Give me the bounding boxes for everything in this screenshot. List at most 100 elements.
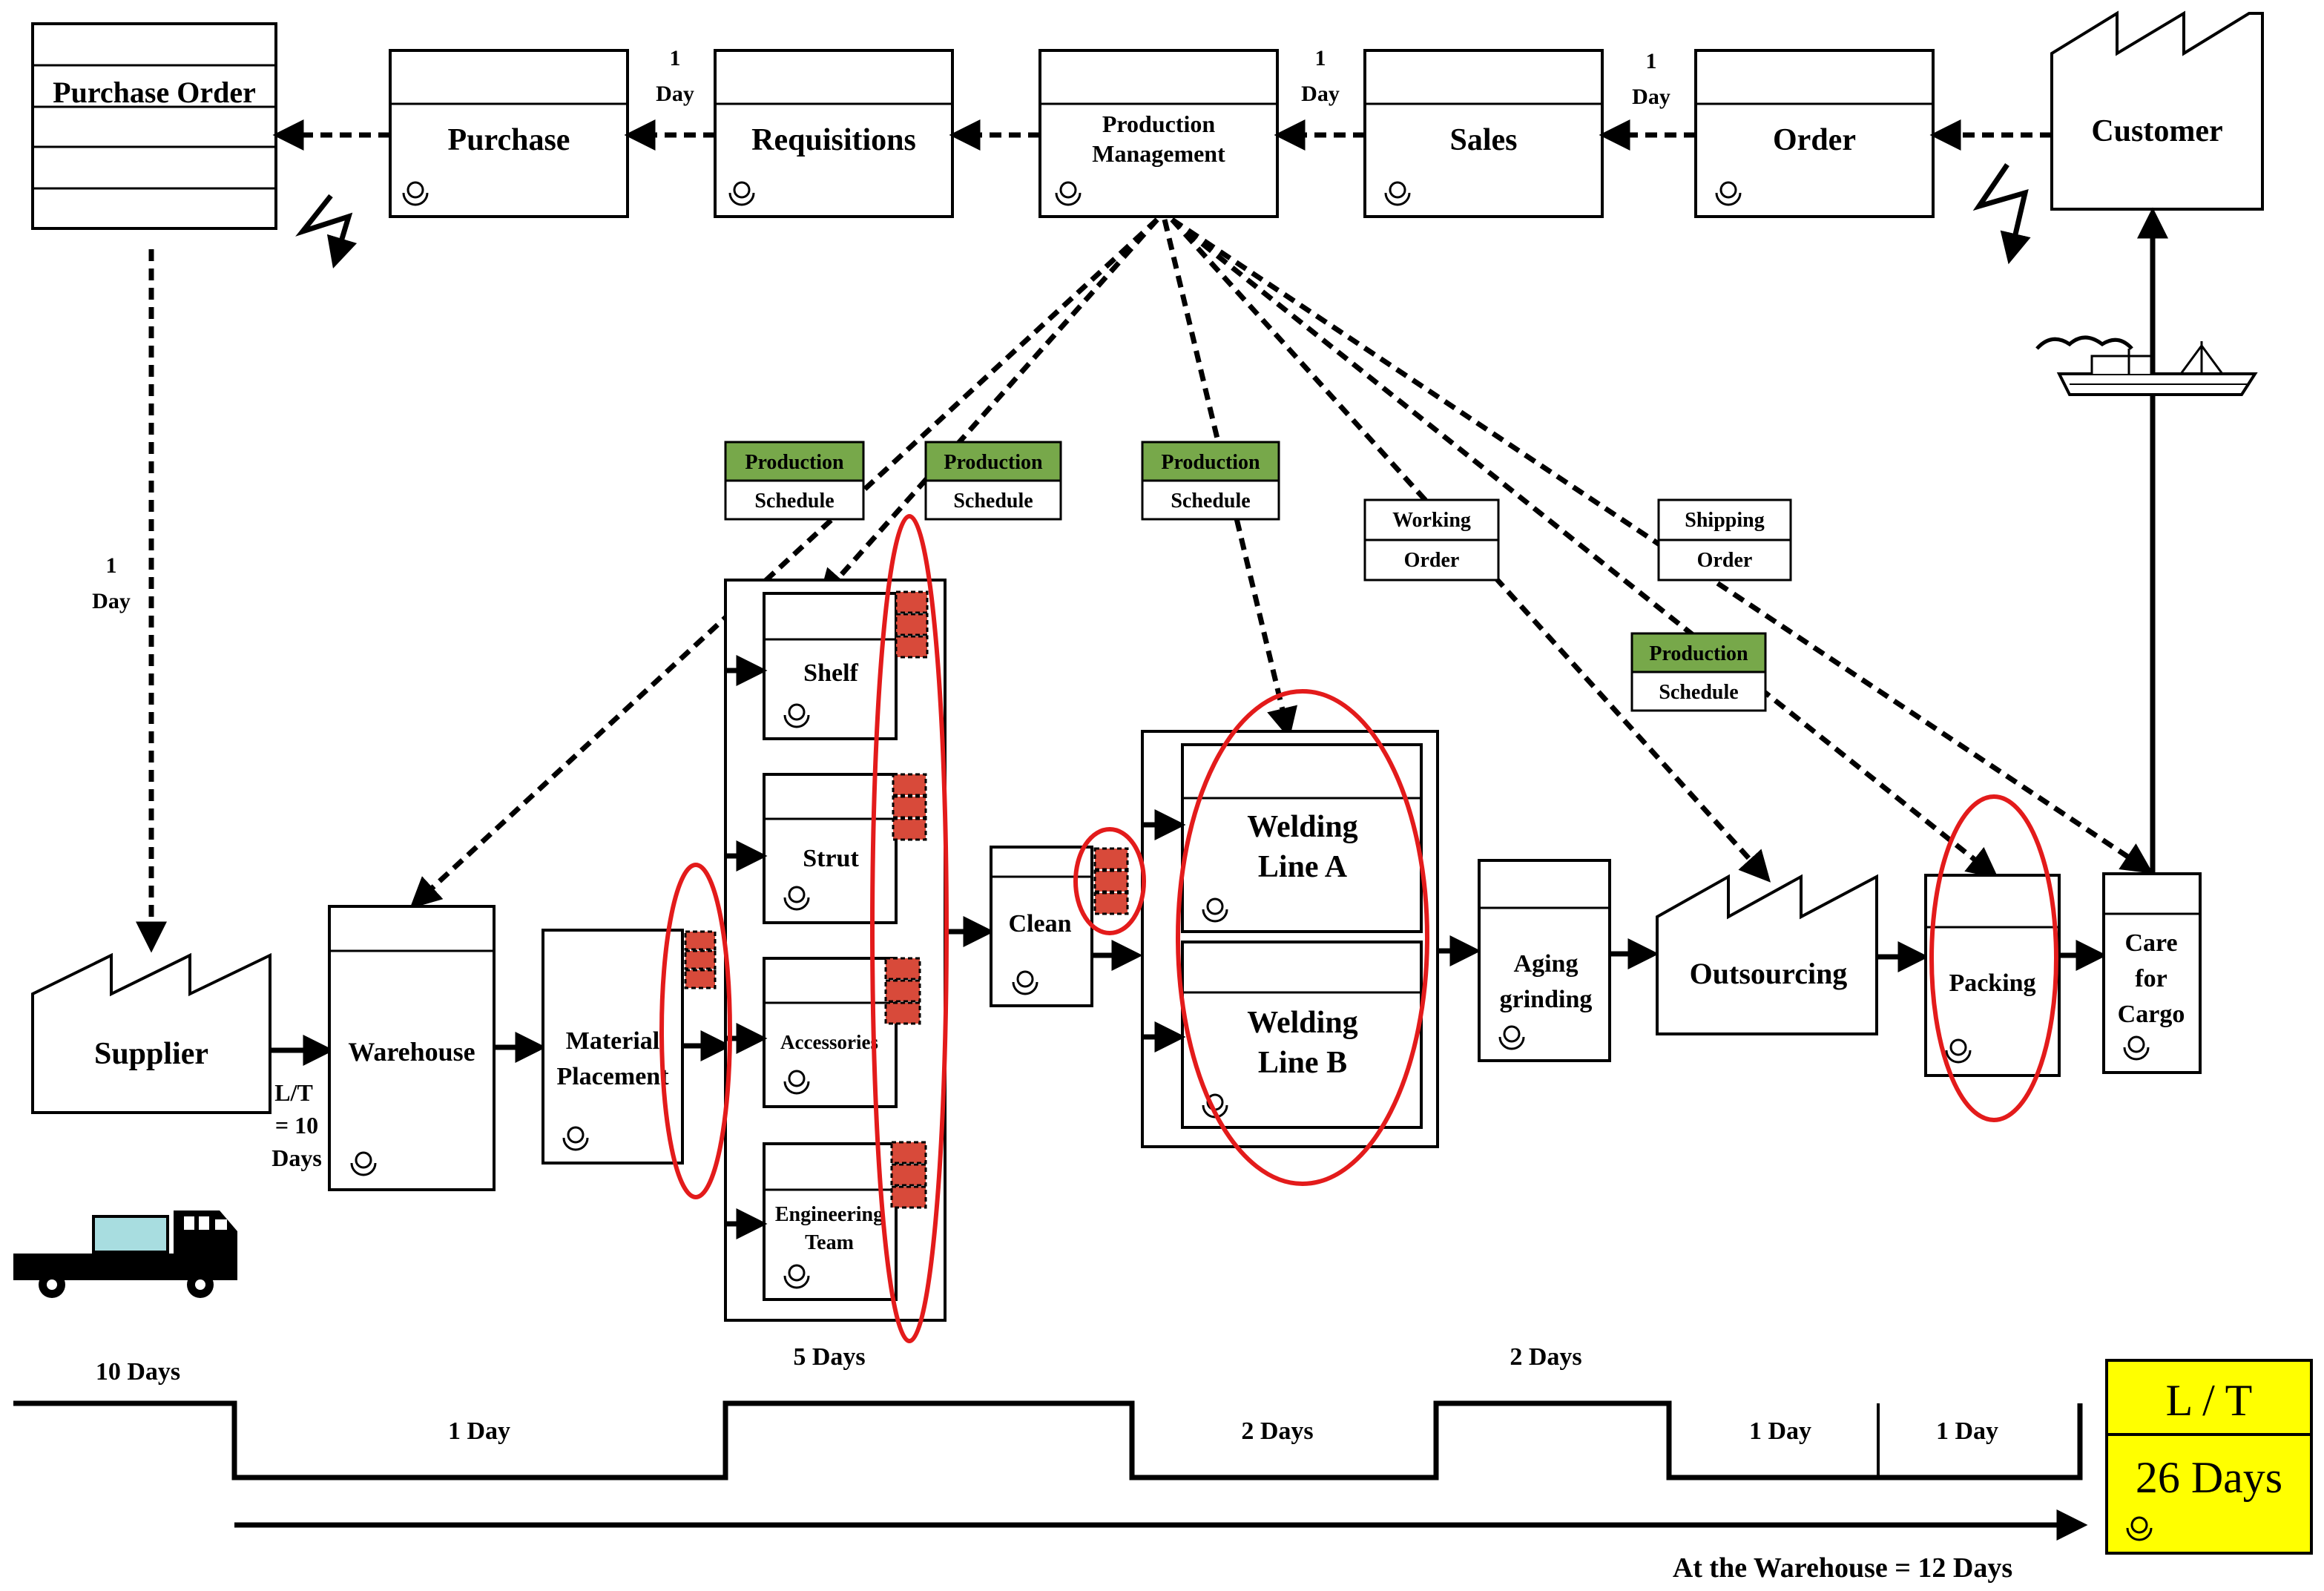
inventory-icon	[1093, 847, 1129, 915]
production-schedule-signal: Production Schedule	[1630, 632, 1767, 712]
electronic-info-icon	[1972, 163, 2031, 265]
supplier-factory-icon: Supplier	[31, 952, 271, 1114]
truck-icon	[13, 1210, 237, 1298]
svg-text:= 10: = 10	[275, 1112, 318, 1139]
customer-label: Customer	[2091, 114, 2222, 148]
welding-line-b-box: Welding Line B	[1181, 941, 1423, 1129]
svg-text:Production: Production	[1649, 642, 1748, 665]
svg-text:Management: Management	[1092, 140, 1225, 167]
svg-text:Days: Days	[271, 1144, 322, 1171]
warehouse-label: Warehouse	[348, 1037, 475, 1067]
timeline-top-label: 10 Days	[96, 1358, 180, 1386]
lead-time-box: L / T 26 Days	[2105, 1359, 2313, 1555]
inventory-icon	[892, 773, 927, 841]
sales-label: Sales	[1449, 123, 1517, 157]
clean-label: Clean	[1009, 910, 1072, 938]
svg-text:Working: Working	[1392, 509, 1471, 532]
svg-text:Order: Order	[1404, 549, 1460, 572]
welding-line-a-box: Welding Line A	[1181, 743, 1423, 933]
warehouse-total-label: At the Warehouse = 12 Days	[1673, 1552, 2012, 1584]
supplier-lt-label: L/T	[274, 1079, 313, 1106]
production-management-box: Production Management	[1038, 49, 1279, 218]
timeline-bottom-label: 2 Days	[1241, 1417, 1313, 1445]
svg-text:Day: Day	[92, 589, 131, 613]
strut-label: Strut	[803, 845, 859, 872]
svg-text:Schedule: Schedule	[953, 490, 1033, 513]
svg-text:grinding: grinding	[1500, 986, 1593, 1013]
aging-grinding-box: Aging grinding	[1478, 859, 1611, 1062]
delay-label: 1	[1315, 46, 1326, 70]
welding-line-b-label: Welding	[1247, 1006, 1357, 1040]
timeline-top-label: 2 Days	[1510, 1343, 1581, 1371]
svg-text:Schedule: Schedule	[754, 490, 834, 513]
lead-time-value: 26 Days	[2136, 1453, 2282, 1502]
purchase-box: Purchase	[389, 49, 629, 218]
svg-text:Schedule: Schedule	[1659, 681, 1738, 704]
svg-text:Line B: Line B	[1258, 1046, 1347, 1080]
production-management-label: Production	[1102, 111, 1216, 137]
production-schedule-signal: Production Schedule	[1141, 441, 1280, 521]
shipping-order-signal: Shipping Order	[1657, 498, 1792, 582]
timeline-bottom-label: 1 Day	[1936, 1417, 1998, 1445]
svg-text:for: for	[2135, 965, 2167, 992]
delay-label: 1	[106, 553, 117, 578]
purchase-order-label: Purchase Order	[53, 76, 256, 109]
timeline-bottom-label: 1 Day	[1749, 1417, 1811, 1445]
order-label: Order	[1773, 123, 1856, 157]
aging-grinding-label: Aging	[1514, 950, 1579, 978]
care-for-cargo-label: Care	[2124, 929, 2177, 957]
packing-box: Packing	[1924, 874, 2061, 1077]
packing-label: Packing	[1949, 969, 2035, 997]
svg-text:Day: Day	[1301, 82, 1340, 106]
electronic-info-icon	[295, 194, 358, 269]
shelf-box: Shelf	[763, 592, 898, 740]
requisitions-box: Requisitions	[714, 49, 954, 218]
material-placement-box: Material Placement	[542, 929, 684, 1165]
shelf-label: Shelf	[803, 659, 858, 687]
svg-text:Production: Production	[944, 451, 1043, 474]
svg-text:Day: Day	[1632, 85, 1670, 109]
requisitions-label: Requisitions	[751, 123, 916, 157]
delay-label: 1	[1646, 49, 1657, 73]
ship-icon	[2035, 335, 2258, 396]
production-schedule-signal: Production Schedule	[924, 441, 1062, 521]
svg-text:Order: Order	[1697, 549, 1753, 572]
timeline-line	[13, 1400, 2083, 1480]
supplier-label: Supplier	[94, 1037, 208, 1071]
warehouse-box: Warehouse	[328, 905, 496, 1191]
svg-text:Day: Day	[656, 82, 694, 106]
welding-line-a-label: Welding	[1247, 810, 1357, 844]
purchase-order-box: Purchase Order	[31, 22, 277, 230]
svg-text:Shipping: Shipping	[1685, 509, 1764, 532]
inventory-icon	[895, 590, 929, 659]
svg-text:Production: Production	[745, 451, 844, 474]
outsourcing-label: Outsourcing	[1690, 957, 1848, 990]
timeline-top-label: 5 Days	[793, 1343, 865, 1371]
customer-factory-icon: Customer	[2050, 10, 2264, 211]
inventory-icon	[884, 957, 921, 1025]
inventory-icon	[684, 930, 717, 989]
production-schedule-signal: Production Schedule	[724, 441, 865, 521]
order-box: Order	[1694, 49, 1935, 218]
working-order-signal: Working Order	[1363, 498, 1500, 582]
engineering-team-box: Engineering Team	[763, 1142, 898, 1301]
outsourcing-factory-icon: Outsourcing	[1656, 874, 1878, 1035]
inventory-icon	[890, 1141, 927, 1209]
highlight-rings	[659, 514, 2058, 1343]
svg-text:Line A: Line A	[1258, 850, 1348, 884]
lead-time-label: L / T	[2166, 1376, 2253, 1425]
care-for-cargo-box: Care for Cargo	[2102, 872, 2202, 1074]
svg-text:Production: Production	[1161, 451, 1260, 474]
material-placement-label: Material	[566, 1027, 660, 1055]
purchase-label: Purchase	[448, 123, 570, 157]
accessories-label: Accessories	[780, 1031, 878, 1053]
svg-text:Placement: Placement	[556, 1063, 669, 1090]
svg-text:Team: Team	[805, 1231, 854, 1254]
engineering-team-label: Engineering	[775, 1203, 883, 1226]
sales-box: Sales	[1363, 49, 1604, 218]
svg-text:Cargo: Cargo	[2118, 1001, 2185, 1028]
svg-text:Schedule: Schedule	[1171, 490, 1250, 513]
delay-label: 1	[670, 46, 681, 70]
timeline-bottom-label: 1 Day	[448, 1417, 510, 1445]
